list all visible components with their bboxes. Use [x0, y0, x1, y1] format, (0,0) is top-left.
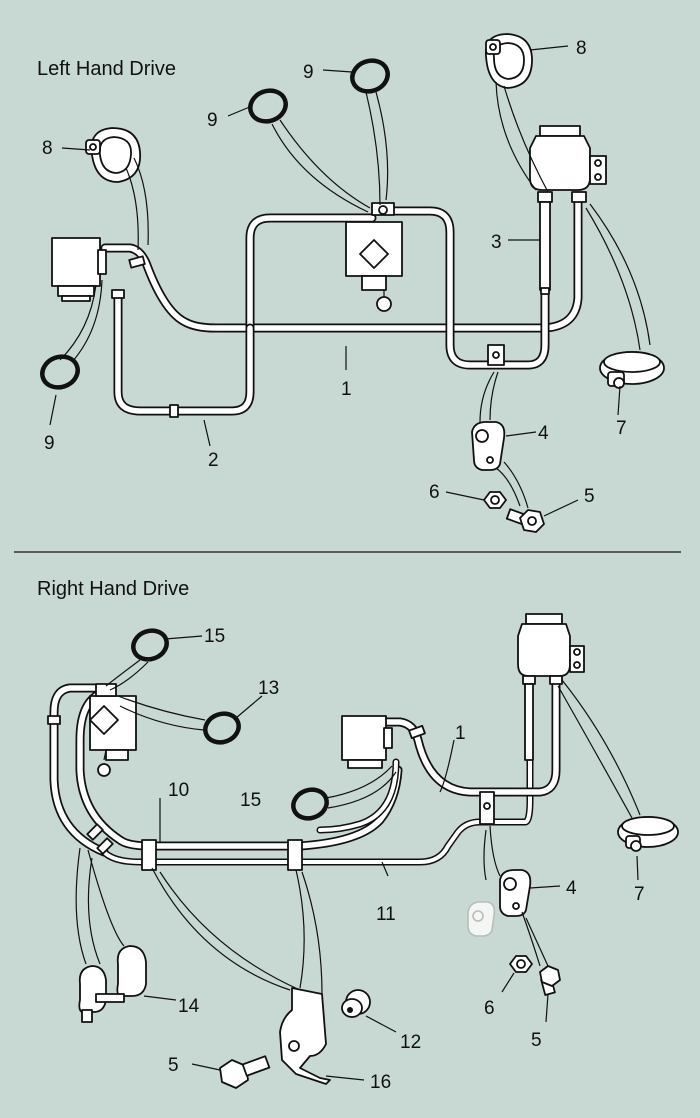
rhd-steering-pump	[341, 715, 393, 769]
lhd-callout-8-left: 8	[42, 138, 53, 159]
rhd-callout-16: 16	[370, 1072, 391, 1093]
rhd-callout-13: 13	[258, 678, 279, 699]
rhd-bolt-5-bottom	[219, 1055, 271, 1089]
lhd-callout-6: 6	[429, 482, 440, 503]
rhd-hose-1-fitting	[408, 724, 426, 740]
rhd-spacer-12	[341, 989, 371, 1018]
rhd-callout-5-right: 5	[531, 1030, 542, 1051]
rhd-callout-14: 14	[178, 996, 200, 1017]
lhd-callout-1: 1	[341, 379, 352, 400]
rhd-callout-6: 6	[484, 998, 495, 1019]
lhd-hose-2-ferrule	[169, 404, 179, 418]
lhd-fluid-reservoir	[529, 125, 607, 295]
rhd-hose-sleeve-right	[287, 839, 303, 871]
rhd-callout-15-top: 15	[204, 626, 225, 647]
rhd-steering-valve	[89, 683, 137, 777]
lhd-bolt-5	[505, 508, 545, 533]
lhd-steering-pump	[51, 237, 146, 302]
lhd-hose-2	[111, 289, 255, 418]
rhd-bracket-16	[279, 987, 331, 1085]
rhd-section-title: Right Hand Drive	[37, 578, 189, 600]
rhd-hose-bracket-hole	[483, 802, 491, 810]
lhd-section-title: Left Hand Drive	[37, 58, 176, 80]
lhd-leader-lines	[49, 45, 651, 517]
lhd-callout-7: 7	[616, 418, 627, 439]
rhd-callout-1: 1	[455, 723, 466, 744]
rhd-hose-sleeve-left	[141, 839, 157, 871]
rhd-callout-5-bottom: 5	[168, 1055, 179, 1076]
rhd-callout-11: 11	[376, 904, 396, 925]
lhd-callout-8-right: 8	[576, 38, 587, 59]
rhd-callout-10: 10	[168, 780, 189, 801]
lhd-callout-5: 5	[584, 486, 595, 507]
lhd-hose-2-end-fitting	[111, 289, 125, 299]
lhd-o-ring-9-mid	[248, 88, 288, 124]
lhd-callout-9-top: 9	[303, 62, 314, 83]
rhd-hose-ferrule-a	[86, 823, 104, 841]
lhd-hose-clip-7	[599, 351, 665, 389]
rhd-hose-11	[100, 666, 534, 866]
lhd-hose-clip-8-left	[85, 127, 141, 183]
rhd-hose-clip-7	[617, 816, 679, 852]
rhd-callout-7: 7	[634, 884, 645, 905]
lhd-callout-9-left: 9	[44, 433, 55, 454]
lhd-callout-3: 3	[491, 232, 502, 253]
lhd-o-ring-9-top	[350, 58, 390, 94]
lhd-callout-2: 2	[208, 450, 219, 471]
rhd-leader-lines	[75, 635, 641, 1081]
rhd-hose-1	[380, 665, 561, 797]
lhd-callout-9-mid: 9	[207, 110, 218, 131]
rhd-faded-clamp	[467, 901, 496, 937]
rhd-callout-4: 4	[566, 878, 577, 899]
rhd-callout-15-mid: 15	[240, 790, 261, 811]
rhd-nut-6	[509, 955, 533, 973]
rhd-hose-end-fitting	[47, 715, 61, 725]
rhd-hose-clip-14	[78, 945, 147, 1023]
rhd-hose-pump-outlet	[316, 758, 400, 834]
rhd-hose-left-loop	[49, 683, 109, 857]
rhd-fluid-reservoir	[517, 613, 585, 761]
lhd-callout-4: 4	[538, 423, 549, 444]
lhd-hose-bracket	[487, 344, 505, 366]
lhd-valve-loop-hose	[245, 195, 550, 370]
rhd-o-ring-13	[203, 711, 241, 745]
rhd-hose-ferrule-b	[96, 837, 114, 855]
lhd-nut-6	[483, 491, 507, 509]
rhd-callout-12: 12	[400, 1032, 421, 1053]
lhd-clamp-4	[471, 421, 506, 471]
rhd-o-ring-15-top	[131, 628, 169, 662]
rhd-bolt-5	[539, 965, 561, 996]
rhd-o-ring-15-mid	[291, 787, 329, 821]
lhd-hose-clip-8-right	[485, 33, 533, 89]
rhd-hose-10	[75, 687, 403, 851]
lhd-steering-valve	[345, 202, 403, 312]
rhd-clamp-4	[499, 869, 532, 917]
lhd-o-ring-9-left	[40, 354, 80, 390]
